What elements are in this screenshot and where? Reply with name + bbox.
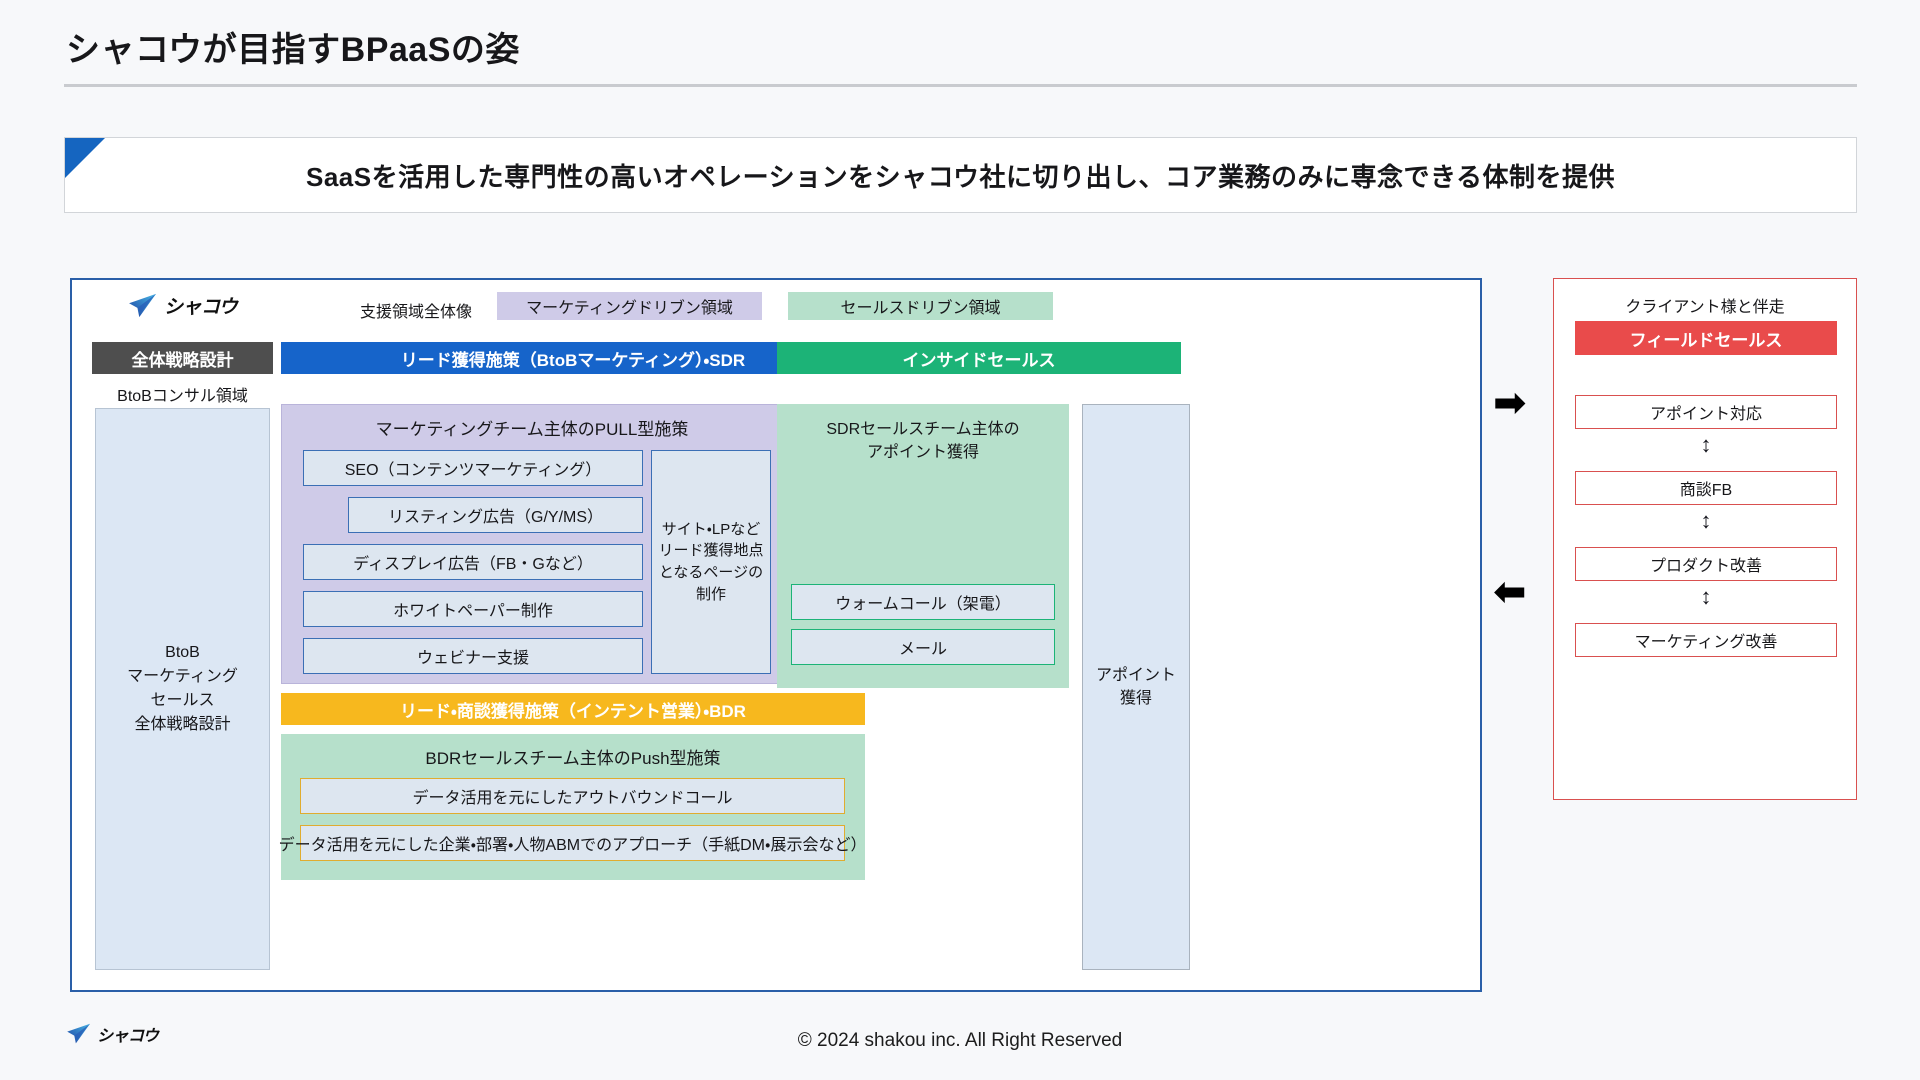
title-divider [64,84,1857,87]
header-bdr-intent: リード・商談獲得施策（インテント営業）・BDR [281,693,865,725]
header-lead-acquisition: リード獲得施策（BtoBマーケティング）・SDR [281,342,865,374]
subtitle-banner: SaaSを活用した専門性の高いオペレーションをシャコウ社に切り出し、コア業務のみ… [64,137,1857,213]
pull-item-webinar[interactable]: ウェビナー支援 [303,638,643,674]
pull-item-listing-ads[interactable]: リスティング広告（G/Y/MS） [348,497,643,533]
pull-block-title: マーケティングチーム主体のPULL型施策 [375,420,689,439]
client-step-appointment-handling[interactable]: アポイント対応 [1575,395,1837,429]
client-field-sales-chip: フィールドセールス [1575,321,1837,355]
page-title: シャコウが目指すBPaaSの姿 [66,31,520,69]
legend-chip-marketing-driven: マーケティングドリブン領域 [497,292,762,320]
brand-logo: シャコウ [128,292,238,319]
vertical-arrow-icon-1: ↕ [1700,432,1712,457]
vertical-arrow-icon-2: ↕ [1700,508,1712,533]
consult-area-text: BtoB マーケティング セールス 全体戦略設計 [127,644,238,733]
consult-area-label: BtoBコンサル領域 [117,388,248,405]
client-step-marketing-improvement[interactable]: マーケティング改善 [1575,623,1837,657]
inside-sales-item-warm-call[interactable]: ウォームコール（架電） [791,584,1055,620]
client-panel-title: クライアント様と伴走 [1625,299,1785,316]
legend-row: シャコウ 支援領域全体像 マーケティングドリブン領域 セールスドリブン領域 [72,286,1480,330]
subtitle-banner-text: SaaSを活用した専門性の高いオペレーションをシャコウ社に切り出し、コア業務のみ… [305,161,1616,192]
legend-title: 支援領域全体像 [360,304,473,321]
consult-area-box: BtoB マーケティング セールス 全体戦略設計 [95,408,270,970]
bdr-push-block: BDRセールスチーム主体のPush型施策 データ活用を元にしたアウトバウンドコー… [279,734,866,880]
inside-sales-block: SDRセールスチーム主体の アポイント獲得 ウォームコール（架電） メール [777,404,1069,688]
pull-site-lp-box[interactable]: サイト・LPなど リード獲得地点 となるページの 制作 [651,450,771,674]
footer-logo-text: シャコウ [97,1028,159,1045]
brand-logo-text: シャコウ [164,297,238,318]
shakou-arrow-logo-icon [128,293,158,319]
client-step-product-improvement[interactable]: プロダクト改善 [1575,547,1837,581]
legend-chip-sales-driven: セールスドリブン領域 [788,292,1053,320]
footer-logo: シャコウ [66,1022,159,1046]
appointment-acquisition-column: アポイント 獲得 [1082,404,1190,970]
bdr-block-title: BDRセールスチーム主体のPush型施策 [425,749,721,768]
header-strategy: 全体戦略設計 [92,342,273,374]
corner-accent-triangle-icon [65,138,105,178]
client-panel: クライアント様と伴走 フィールドセールス アポイント対応 ↕ 商談FB ↕ プロ… [1553,278,1857,800]
arrow-left-icon: ⬅ [1493,570,1527,614]
appointment-acquisition-text: アポイント 獲得 [1095,666,1176,707]
pull-item-display-ads[interactable]: ディスプレイ広告（FB・Gなど） [303,544,643,580]
client-step-meeting-feedback[interactable]: 商談FB [1575,471,1837,505]
pull-item-seo[interactable]: SEO（コンテンツマーケティング） [303,450,643,486]
bdr-item-outbound-call[interactable]: データ活用を元にしたアウトバウンドコール [300,778,845,814]
shakou-arrow-logo-icon-footer [66,1023,92,1045]
diagram-frame: シャコウ 支援領域全体像 マーケティングドリブン領域 セールスドリブン領域 全体… [70,278,1482,992]
arrow-right-icon: ➡ [1493,381,1527,425]
pull-item-whitepaper[interactable]: ホワイトペーパー制作 [303,591,643,627]
inside-sales-item-email[interactable]: メール [791,629,1055,665]
header-inside-sales: インサイドセールス [777,342,1181,374]
copyright-text: © 2024 shakou inc. All Right Reserved [797,1030,1123,1051]
inside-sales-title: SDRセールスチーム主体の アポイント獲得 [826,421,1020,462]
vertical-arrow-icon-3: ↕ [1700,584,1712,609]
bdr-item-abm-approach[interactable]: データ活用を元にした企業・部署・人物ABMでのアプローチ（手紙DM・展示会など） [279,825,866,861]
pull-strategy-block: マーケティングチーム主体のPULL型施策 SEO（コンテンツマーケティング） リ… [281,404,783,684]
pull-site-lp-text: サイト・LPなど リード獲得地点 となるページの 制作 [658,520,764,603]
